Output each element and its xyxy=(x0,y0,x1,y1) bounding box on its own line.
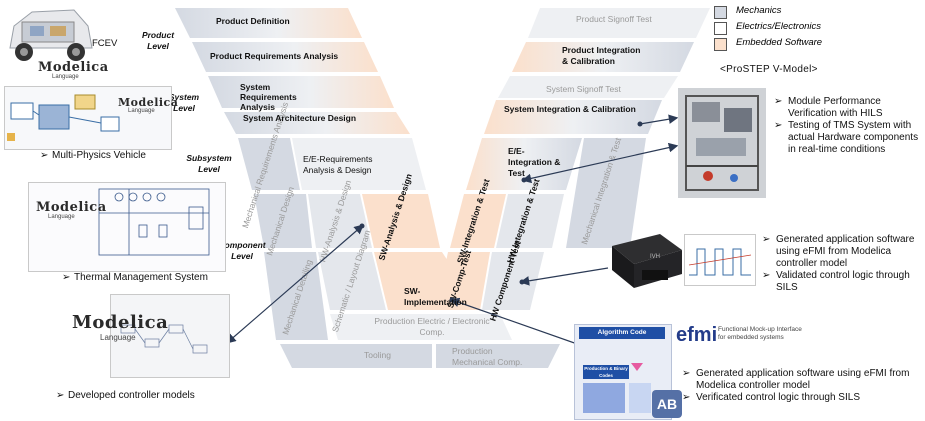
label-subsystem-level: Subsystem Level xyxy=(186,153,232,174)
label-production-mech: Production Mechanical Comp. xyxy=(452,346,523,367)
label-ee-integration: E/E-Integration & Test xyxy=(508,146,561,178)
modelica-language-4: Language xyxy=(100,333,136,342)
band-product-requirements xyxy=(192,42,378,72)
algorithm-code-header: Algorithm Code xyxy=(579,327,665,339)
signal-thumbnail xyxy=(684,234,756,286)
multi-physics-thumbnail xyxy=(4,86,172,150)
band-product-signoff xyxy=(528,8,710,38)
efmi-description: Functional Mock-up Interface for embedde… xyxy=(718,326,802,341)
modelica-language-3: Language xyxy=(48,214,75,220)
hils-bullet-1-text: Module Performance Verification with HIL… xyxy=(788,96,883,119)
label-product-integration: Product Integration & Calibration xyxy=(562,45,641,66)
label-system-integration: System Integration & Calibration xyxy=(504,104,636,114)
modelica-logo-1: Modelica xyxy=(38,60,109,75)
band-ee-req xyxy=(292,138,426,190)
label-system-requirements: System Requirements Analysis xyxy=(240,82,297,112)
band-hw-integration xyxy=(496,194,564,248)
efmi-bullet-2-text: Verificated control logic through SILS xyxy=(696,392,860,403)
thermal-thumbnail xyxy=(28,182,226,272)
modelica-language-1: Language xyxy=(52,74,79,80)
band-system-architecture xyxy=(224,112,410,134)
caption-thermal: ➢Thermal Management System xyxy=(62,272,208,283)
fcev-car-image xyxy=(9,9,93,61)
band-mech-req xyxy=(238,138,300,190)
sils-bullets: ➢Generated application software using eF… xyxy=(762,234,922,294)
hils-bullet-1: ➢Module Performance Verification with HI… xyxy=(774,96,883,119)
label-production-ee: Production Electric / Electronic Comp. xyxy=(374,316,490,337)
ecu-image: IVH xyxy=(612,234,682,288)
binary-code-block xyxy=(629,383,651,413)
modelica-logo-3: Modelica xyxy=(36,200,107,215)
label-product-definition: Product Definition xyxy=(216,16,290,26)
label-product-requirements: Product Requirements Analysis xyxy=(210,51,339,61)
label-component-level: Component Level xyxy=(218,240,266,261)
hils-bullets: ➢Module Performance Verification with HI… xyxy=(774,96,922,156)
efmi-bullets: ➢Generated application software using eF… xyxy=(682,368,922,404)
sils-bullet-1-text: Generated application software using eFM… xyxy=(776,234,915,269)
efmi-bullet-1: ➢Generated application software using eF… xyxy=(682,368,910,391)
legend-swatch-software xyxy=(714,38,727,51)
label-sw-implementation: SW-Implementation xyxy=(404,286,467,307)
hils-bullet-2: ➢Testing of TMS System with actual Hardw… xyxy=(774,120,919,155)
label-system-architecture: System Architecture Design xyxy=(243,113,357,123)
modelica-logo-2: Modelica xyxy=(118,96,179,109)
legend-label-electrics: Electrics/Electronics xyxy=(736,21,821,32)
caption-controller-text: Developed controller models xyxy=(68,390,195,401)
arrow-system-integration-to-hils xyxy=(639,114,679,125)
hils-bullet-2-text: Testing of TMS System with actual Hardwa… xyxy=(788,120,919,155)
production-code-block xyxy=(583,383,625,413)
arrow-hw-comp-to-ecu xyxy=(519,267,609,286)
efmi-bullet-1-text: Generated application software using eFM… xyxy=(696,368,910,391)
band-tooling xyxy=(280,344,432,368)
caption-controller: ➢Developed controller models xyxy=(56,390,195,401)
down-arrow-icon xyxy=(631,363,643,371)
band-sw-comp-test xyxy=(436,252,490,310)
legend-label-mechanics: Mechanics xyxy=(736,5,782,16)
caption-thermal-text: Thermal Management System xyxy=(74,272,208,283)
label-ee-requirements: E/E-Requirements Analysis & Design xyxy=(303,154,373,175)
sils-bullet-2-text: Validated control logic through SILS xyxy=(776,270,910,293)
label-tooling: Tooling xyxy=(364,350,391,360)
legend-label-software: Embedded Software xyxy=(736,37,823,48)
arrow-sw-analysis-to-controller xyxy=(226,224,364,344)
band-system-signoff xyxy=(498,76,678,98)
legend-swatch-mechanics xyxy=(714,6,727,19)
hils-rig-image xyxy=(678,88,766,198)
band-product-integration xyxy=(512,42,694,72)
band-system-requirements xyxy=(208,76,394,108)
legend-swatch-electrics xyxy=(714,22,727,35)
caption-multi-physics: ➢Multi-Physics Vehicle xyxy=(40,150,146,161)
modelica-logo-4: Modelica xyxy=(72,312,169,333)
sils-bullet-2: ➢Validated control logic through SILS xyxy=(762,270,910,293)
sils-bullet-1: ➢Generated application software using eF… xyxy=(762,234,915,269)
ecu-label: IVH xyxy=(650,254,660,260)
arrow-ee-integration-to-hils xyxy=(521,142,679,184)
band-product-definition xyxy=(175,8,362,38)
ab-badge: AB xyxy=(652,390,682,418)
model-title: <ProSTEP V-Model> xyxy=(720,64,818,75)
band-hw-comp-test xyxy=(482,252,544,310)
band-system-integration xyxy=(484,100,662,134)
label-system-signoff: System Signoff Test xyxy=(546,84,621,94)
efmi-logo: efmi xyxy=(676,324,718,346)
efmi-bullet-2: ➢Verificated control logic through SILS xyxy=(682,392,860,403)
modelica-language-2: Language xyxy=(128,108,155,114)
controller-thumbnail xyxy=(110,294,230,378)
production-codes-header: Production & Binary Codes xyxy=(583,365,629,379)
caption-multi-physics-text: Multi-Physics Vehicle xyxy=(52,150,146,161)
label-product-signoff: Product Signoff Test xyxy=(576,14,652,24)
label-product-level: Product Level xyxy=(141,30,175,51)
band-sw-integration xyxy=(450,194,506,248)
label-fcev: FCEV xyxy=(92,38,118,49)
band-sw-analysis xyxy=(362,194,440,248)
label-system-level: System Level xyxy=(168,92,200,113)
